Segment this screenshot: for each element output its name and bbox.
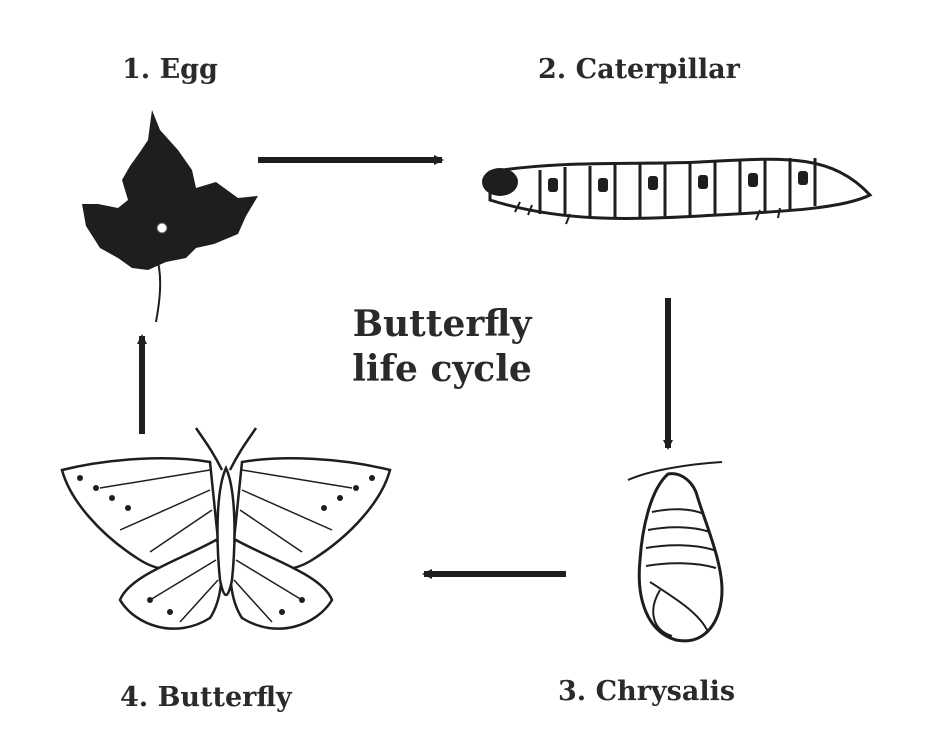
stage-label-egg: 1. Egg [122,54,218,85]
title-line-1: Butterfly [352,303,532,345]
title-line-2: life cycle [352,348,532,390]
maple-leaf-icon [82,110,258,323]
stage-label-chrysalis: 3. Chrysalis [558,676,736,707]
egg-icon [156,222,168,234]
stage-label-caterpillar: 2. Caterpillar [538,54,740,85]
stage-label-butterfly: 4. Butterfly [120,682,292,713]
butterfly-icon [60,427,392,630]
chrysalis-icon [627,461,724,643]
caterpillar-icon [482,157,873,225]
diagram-title: Butterfly life cycle [312,302,572,392]
